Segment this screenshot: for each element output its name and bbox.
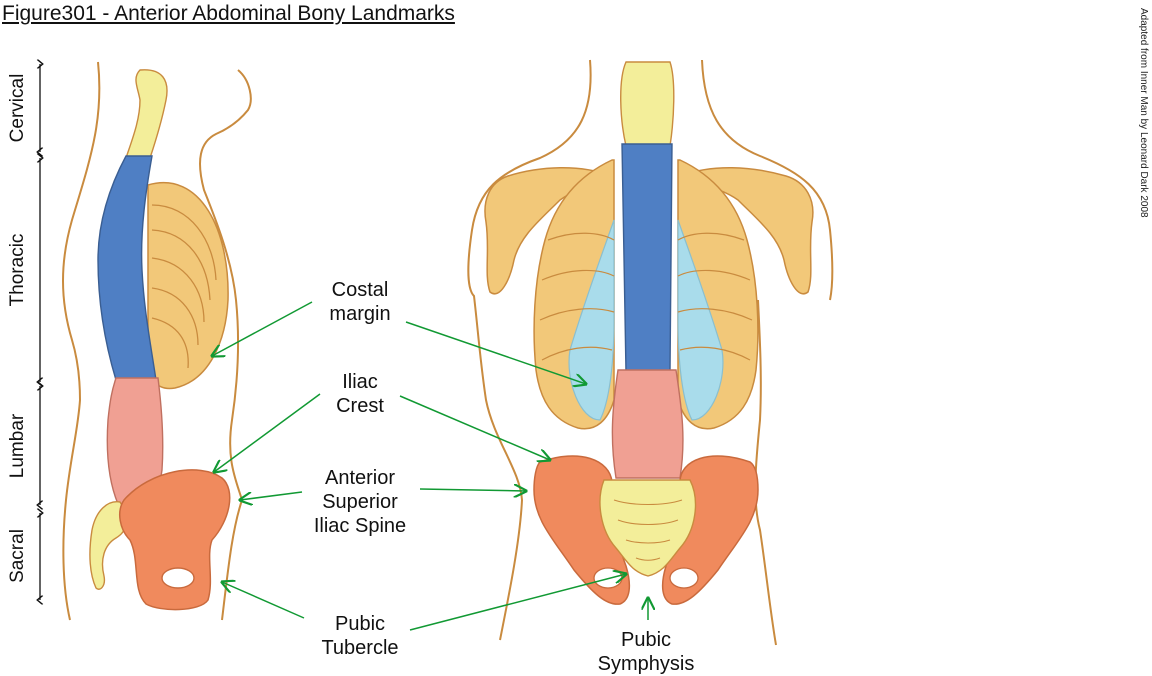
side-view-figure: [62, 61, 252, 621]
label-pubic-tubercle: Pubic Tubercle: [321, 613, 399, 659]
arrow-costal-margin-side: [212, 301, 313, 356]
side-body-outline: [62, 61, 101, 621]
side-obturator-foramen: [161, 567, 195, 589]
pointer-arrows: [212, 301, 648, 631]
label-costal-margin: Costal margin: [329, 279, 391, 325]
region-label-cervical: Cervical: [7, 73, 28, 143]
front-thoracic-spine: [621, 143, 673, 373]
arrow-asis-front: [419, 489, 526, 491]
side-cervical-spine: [125, 69, 168, 159]
label-iliac-crest: Iliac Crest: [336, 371, 384, 417]
front-lumbar-spine: [611, 369, 684, 479]
front-clavicle-scapula-left: [484, 167, 614, 295]
label-anterior-superior-iliac-spine: Anterior Superior Iliac Spine: [313, 467, 407, 537]
arrow-costal-margin-front: [405, 321, 586, 384]
front-cervical-spine: [620, 61, 675, 147]
region-label-lumbar: Lumbar: [7, 413, 28, 479]
arrow-pubic-tubercle-side: [222, 582, 305, 619]
front-sacrum: [599, 479, 697, 577]
side-sacrum: [89, 501, 128, 590]
front-obturator-right: [669, 567, 699, 589]
front-costal-cartilage: [568, 219, 724, 421]
side-rib-cage: [146, 182, 229, 390]
side-pelvis: [118, 469, 231, 611]
arrow-iliac-crest-side: [214, 393, 321, 472]
front-clavicle-scapula-right: [678, 167, 814, 295]
region-label-sacral: Sacral: [7, 529, 28, 583]
arrow-asis-side: [240, 491, 303, 500]
region-label-thoracic: Thoracic: [7, 233, 28, 307]
front-view-figure: [467, 59, 834, 646]
front-body-outline-left: [467, 59, 592, 641]
arrow-pubic-tubercle-front: [409, 574, 626, 631]
arrow-iliac-crest-front: [399, 395, 550, 460]
figure-title: Figure301 - Anterior Abdominal Bony Land…: [2, 2, 455, 25]
label-pubic-symphysis: Pubic Symphysis: [597, 629, 695, 675]
credit-text: Adapted from Inner Man by Leonard Dark 2…: [1138, 8, 1149, 218]
